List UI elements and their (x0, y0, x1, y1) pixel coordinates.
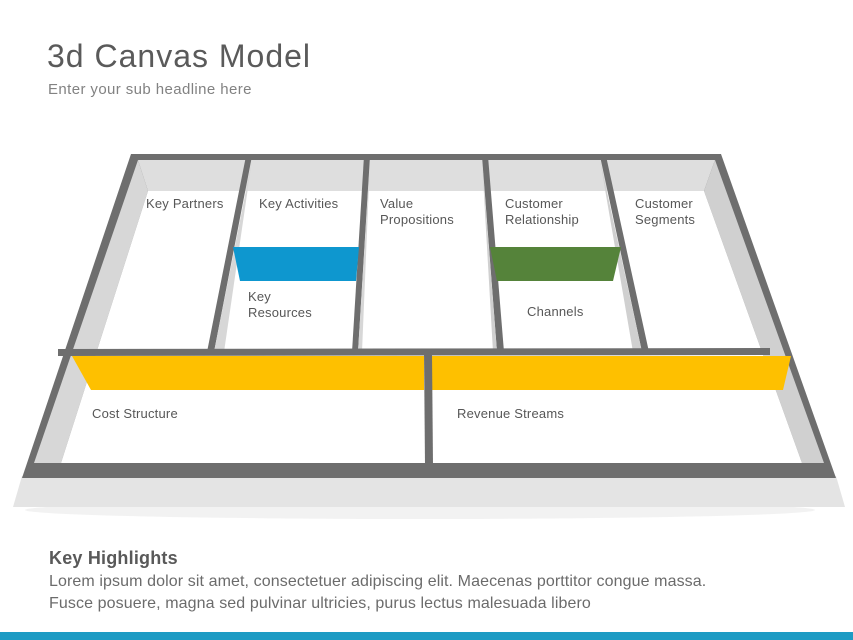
label-cost-structure: Cost Structure (92, 406, 178, 421)
label-customer-segments: Customer Segments (635, 196, 696, 227)
divider-bottom-center (424, 352, 433, 466)
divider-col-1 (207, 156, 252, 352)
wall-left-face (34, 160, 148, 463)
label-customer-relationship: Customer Relationship (505, 196, 579, 227)
divider-col-1-face (214, 160, 252, 352)
wall-right-face (704, 160, 824, 463)
highlights-body: Lorem ipsum dolor sit amet, consectetuer… (49, 571, 839, 615)
accent-blue-bar (233, 247, 359, 281)
label-key-resources: Key Resources (248, 289, 312, 320)
page-subtitle: Enter your sub headline here (48, 81, 252, 98)
divider-col-4-face (600, 160, 642, 352)
footer-accent-bar (0, 632, 853, 640)
label-key-activities: Key Activities (259, 196, 339, 211)
highlights-body-line-1: Lorem ipsum dolor sit amet, consectetuer… (49, 573, 707, 590)
accent-green-bar (490, 247, 621, 281)
divider-main-horizontal (58, 348, 770, 356)
page-title: 3d Canvas Model (47, 38, 312, 74)
highlights-body-line-2: Fusce posuere, magna sed pulvinar ultric… (49, 595, 591, 612)
divider-col-2-face (358, 160, 370, 352)
accent-yellow-bar-right (431, 356, 791, 390)
label-revenue-streams: Revenue Streams (457, 406, 565, 421)
tray-front-face (13, 476, 845, 507)
divider-col-4 (600, 156, 649, 352)
label-key-partners: Key Partners (146, 196, 224, 211)
divider-col-2 (352, 156, 370, 352)
highlights-heading: Key Highlights (49, 548, 178, 568)
label-value-propositions: Value Propositions (380, 196, 454, 227)
accent-yellow-bar-left (72, 356, 424, 390)
wall-far-face (138, 160, 715, 191)
label-channels: Channels (527, 304, 584, 319)
divider-col-3-face (482, 160, 497, 352)
